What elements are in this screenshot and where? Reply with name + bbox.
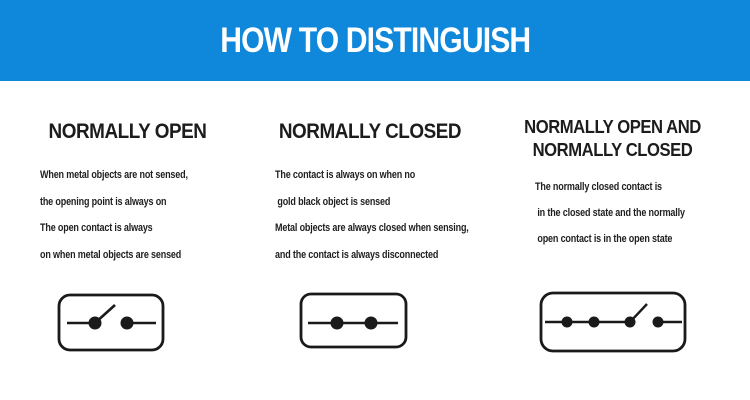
column-normally-open: NORMALLY OPEN When metal objects are not…	[20, 0, 235, 400]
description-line: the opening point is always on	[40, 195, 167, 208]
normally-closed-contact-svg	[299, 292, 408, 349]
symbol-border	[539, 291, 687, 353]
column-description: The normally closed contact is in the cl…	[500, 174, 725, 252]
column-description: The contact is always on when no gold bl…	[265, 162, 475, 268]
description-line: The open contact is always	[40, 222, 153, 234]
description-line: The contact is always on when no	[275, 169, 416, 181]
normally-open-and-closed-contact-symbol	[539, 291, 687, 353]
symbol-border	[57, 293, 165, 352]
description-line: gold black object is sensed	[275, 195, 391, 208]
normally-open-contact-svg	[57, 293, 165, 352]
description-line: The normally closed contact is	[535, 181, 662, 193]
contact-dot	[330, 316, 344, 330]
description-line: on when metal objects are sensed	[40, 248, 182, 261]
description-line: Metal objects are always closed when sen…	[275, 222, 469, 234]
contact-dot	[364, 316, 378, 330]
normally-closed-contact-symbol	[299, 292, 408, 349]
column-title-normally-open-and-closed: NORMALLY OPEN AND NORMALLY CLOSED	[524, 116, 701, 160]
column-description: When metal objects are not sensed, the o…	[20, 162, 235, 268]
description-line: open contact is in the open state	[535, 233, 673, 245]
switch-lever	[629, 303, 648, 323]
symbol-border	[299, 292, 408, 349]
column-normally-closed: NORMALLY CLOSED The contact is always on…	[265, 0, 475, 400]
column-normally-open-and-closed: NORMALLY OPEN AND NORMALLY CLOSED The no…	[500, 0, 725, 400]
normally-open-contact-symbol	[57, 293, 165, 352]
page-title: HOW TO DISTINGUISH	[219, 21, 531, 60]
column-title-normally-open: NORMALLY OPEN	[48, 120, 207, 143]
normally-open-and-closed-contact-svg	[539, 291, 687, 353]
contact-dot	[588, 316, 600, 328]
description-line: and the contact is always disconnected	[275, 248, 439, 261]
contact-dot	[561, 316, 573, 328]
description-line: in the closed state and the normally	[535, 207, 685, 219]
column-title-normally-closed: NORMALLY CLOSED	[278, 120, 462, 143]
header-banner: HOW TO DISTINGUISH	[0, 0, 750, 81]
description-line: When metal objects are not sensed,	[40, 169, 188, 181]
switch-lever	[94, 304, 116, 324]
